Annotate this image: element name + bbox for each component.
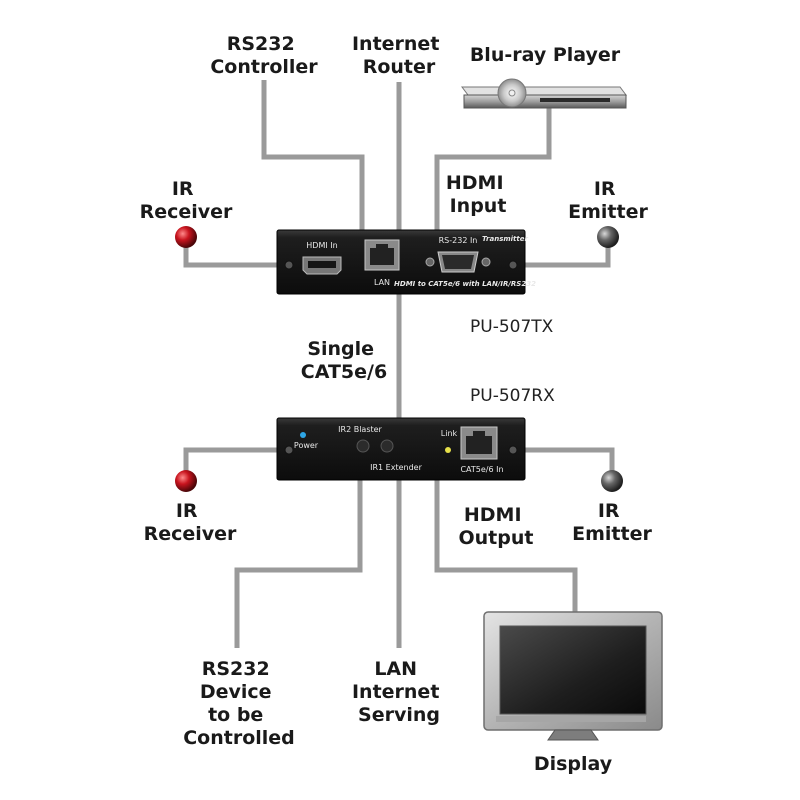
ir-emitter-top (597, 226, 619, 248)
tx-rs232-in-label: RS-232 In (439, 236, 478, 245)
label-ir-receiver-top: IR Receiver (140, 178, 233, 223)
wire-ir-receiver-top (183, 240, 280, 268)
label-ir-emitter-bottom: IR Emitter (572, 500, 652, 545)
label-rs232-controller: RS232 Controller (210, 33, 318, 78)
ir-receiver-bottom (175, 470, 197, 492)
receiver-device: Power IR2 Blaster IR1 Extender Link CAT5… (276, 417, 526, 481)
ir-receiver-top (175, 226, 197, 248)
tx-transmitter-label: Transmitter (482, 235, 528, 243)
rx-ir1-extender-label: IR1 Extender (370, 463, 422, 472)
model-tx: PU-507TX (470, 317, 554, 337)
rx-cat-in-label: CAT5e/6 In (460, 465, 503, 474)
wire-ir-emitter-top (522, 240, 611, 268)
tx-subtitle: HDMI to CAT5e/6 with LAN/IR/RS232 (394, 280, 536, 288)
transmitter-device: HDMI In LAN RS-232 In Transmitter HDMI t… (276, 229, 536, 295)
rx-ir2-jack (356, 439, 370, 453)
model-rx: PU-507RX (470, 386, 555, 406)
wire-ir-emitter-bottom (522, 447, 615, 478)
rx-ir1-jack (380, 439, 394, 453)
display-tv (483, 611, 663, 741)
label-bluray-player: Blu-ray Player (470, 44, 621, 66)
power-led (300, 432, 306, 438)
label-single-cat: Single CAT5e/6 (301, 338, 387, 383)
wire-hdmi-output (434, 478, 578, 612)
label-display: Display (534, 753, 613, 775)
label-hdmi-input: HDMI Input (446, 172, 510, 217)
label-hdmi-output: HDMI Output (459, 504, 534, 549)
rx-link-label: Link (441, 429, 458, 438)
label-ir-emitter-top: IR Emitter (568, 178, 648, 223)
wire-rs232-controller (261, 80, 365, 232)
link-led (445, 447, 451, 453)
tx-hdmi-in-label: HDMI In (306, 241, 337, 250)
wires (183, 80, 615, 648)
tx-lan-label: LAN (374, 278, 390, 287)
wire-ir-receiver-bottom (183, 447, 280, 478)
wire-bluray-hdmi-in (434, 108, 552, 232)
ir-emitter-bottom (601, 470, 623, 492)
bluray-player (461, 78, 627, 109)
wire-rs232-device (234, 478, 363, 648)
label-rs232-device: RS232 Device to be Controlled (183, 658, 295, 749)
tx-rs232-port (425, 251, 491, 273)
rx-ir2-blaster-label: IR2 Blaster (338, 425, 382, 434)
rx-power-label: Power (294, 441, 319, 450)
label-ir-receiver-bottom: IR Receiver (144, 500, 237, 545)
label-lan-internet-serving: LAN Internet Serving (352, 658, 446, 726)
label-internet-router: Internet Router (352, 33, 446, 78)
